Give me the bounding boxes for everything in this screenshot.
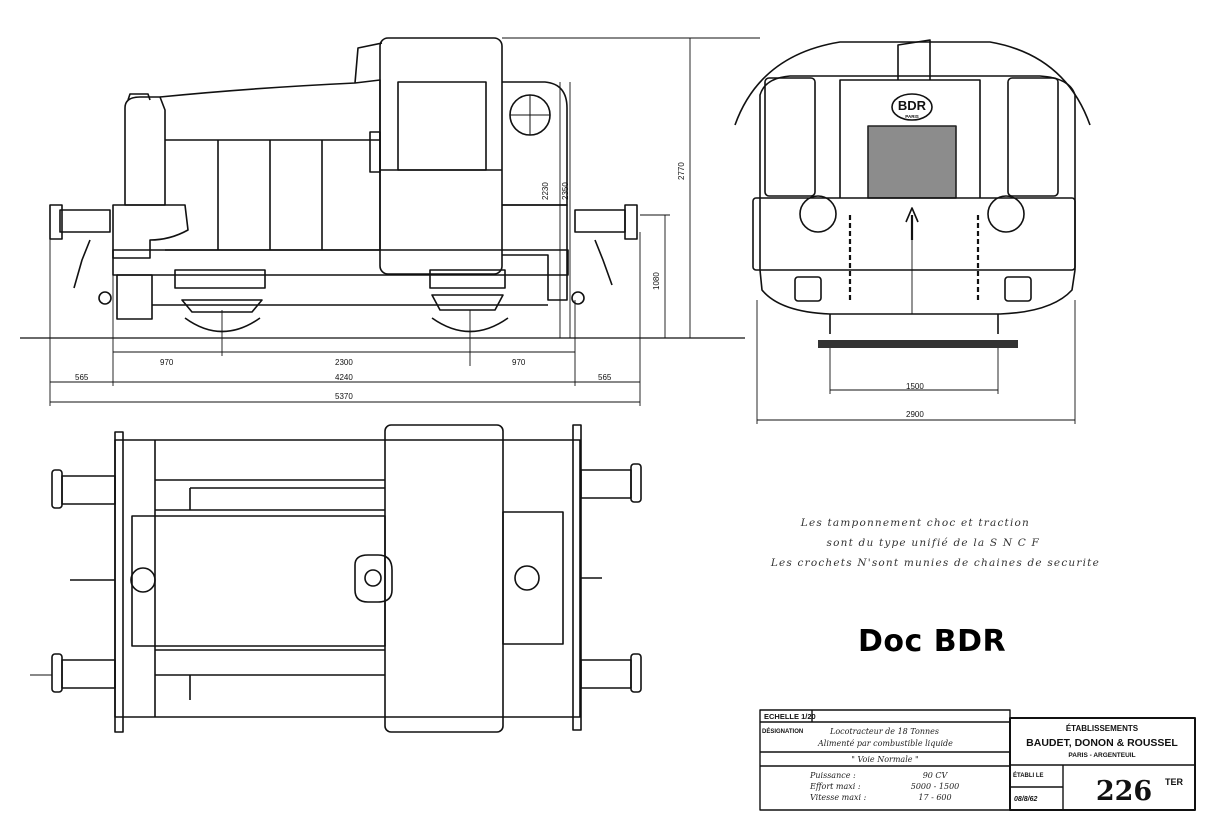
company-header: ÉTABLISSEMENTS <box>1066 724 1139 733</box>
dim-frame-length: 4240 <box>335 373 353 382</box>
title-block: ECHELLE 1/20 DÉSIGNATION Locotracteur de… <box>762 712 1184 807</box>
side-view-locomotive <box>20 37 745 339</box>
front-view-dimensions <box>756 300 1076 424</box>
company-city: PARIS - ARGENTEUIL <box>1068 752 1135 759</box>
dim-buffer-height: 1080 <box>652 272 661 290</box>
model-label: " Voie Normale " <box>851 755 918 764</box>
spec-value-speed: 17 - 600 <box>918 793 951 802</box>
spec-value-effort: 5000 - 1500 <box>911 782 960 791</box>
dim-wheelbase: 2300 <box>335 358 353 367</box>
designation-line-1: Locotracteur de 18 Tonnes <box>829 727 939 736</box>
dim-overhang-front: 970 <box>160 358 174 367</box>
plan-view-locomotive <box>30 424 642 733</box>
doc-source-label: Doc BDR <box>858 624 1007 659</box>
dim-height-hood: 2230 <box>541 182 550 200</box>
drawn-label: ÉTABLI LE <box>1013 771 1044 779</box>
dim-track-gauge: 1500 <box>906 382 924 391</box>
drawing-suffix: TER <box>1165 777 1184 787</box>
note-line-2: sont du type unifié de la S N C F <box>827 537 1041 549</box>
spec-label-power: Puissance : <box>809 771 856 780</box>
note-line-1: Les tamponnement choc et traction <box>800 517 1030 529</box>
drawing-notes: Les tamponnement choc et traction sont d… <box>770 517 1100 569</box>
dim-overhang-rear: 970 <box>512 358 526 367</box>
title-block-frame <box>759 709 1196 811</box>
designation-line-2: Alimenté par combustible liquide <box>817 739 953 748</box>
company-name: BAUDET, DONON & ROUSSEL <box>1026 737 1178 749</box>
drawing-number: 226 <box>1096 776 1152 807</box>
spec-label-effort: Effort maxi : <box>809 782 861 791</box>
side-view-dimensions <box>49 37 760 406</box>
side-view-dimension-labels: 970 2300 970 565 4240 565 5370 2230 2350… <box>75 162 686 401</box>
designation-label: DÉSIGNATION <box>762 727 803 735</box>
spec-label-speed: Vitesse maxi : <box>810 793 867 802</box>
bdr-badge-subtext: PARIS <box>905 114 918 119</box>
dim-height-cab: 2350 <box>561 182 570 200</box>
dim-buffer-front: 565 <box>75 373 89 382</box>
dim-buffer-rear: 565 <box>598 373 612 382</box>
dim-overall-width: 2900 <box>906 410 924 419</box>
bdr-badge-text: BDR <box>898 98 927 113</box>
dim-total-length: 5370 <box>335 392 353 401</box>
front-view-locomotive <box>734 39 1091 348</box>
dim-height-total: 2770 <box>677 162 686 180</box>
note-line-3: Les crochets N'sont munies de chaines de… <box>770 557 1100 569</box>
spec-value-power: 90 CV <box>923 771 949 780</box>
scale-label: ECHELLE 1/20 <box>764 712 816 721</box>
front-view-labels: BDR PARIS 1500 2900 <box>898 98 927 419</box>
drawn-date: 08/8/62 <box>1014 796 1037 803</box>
